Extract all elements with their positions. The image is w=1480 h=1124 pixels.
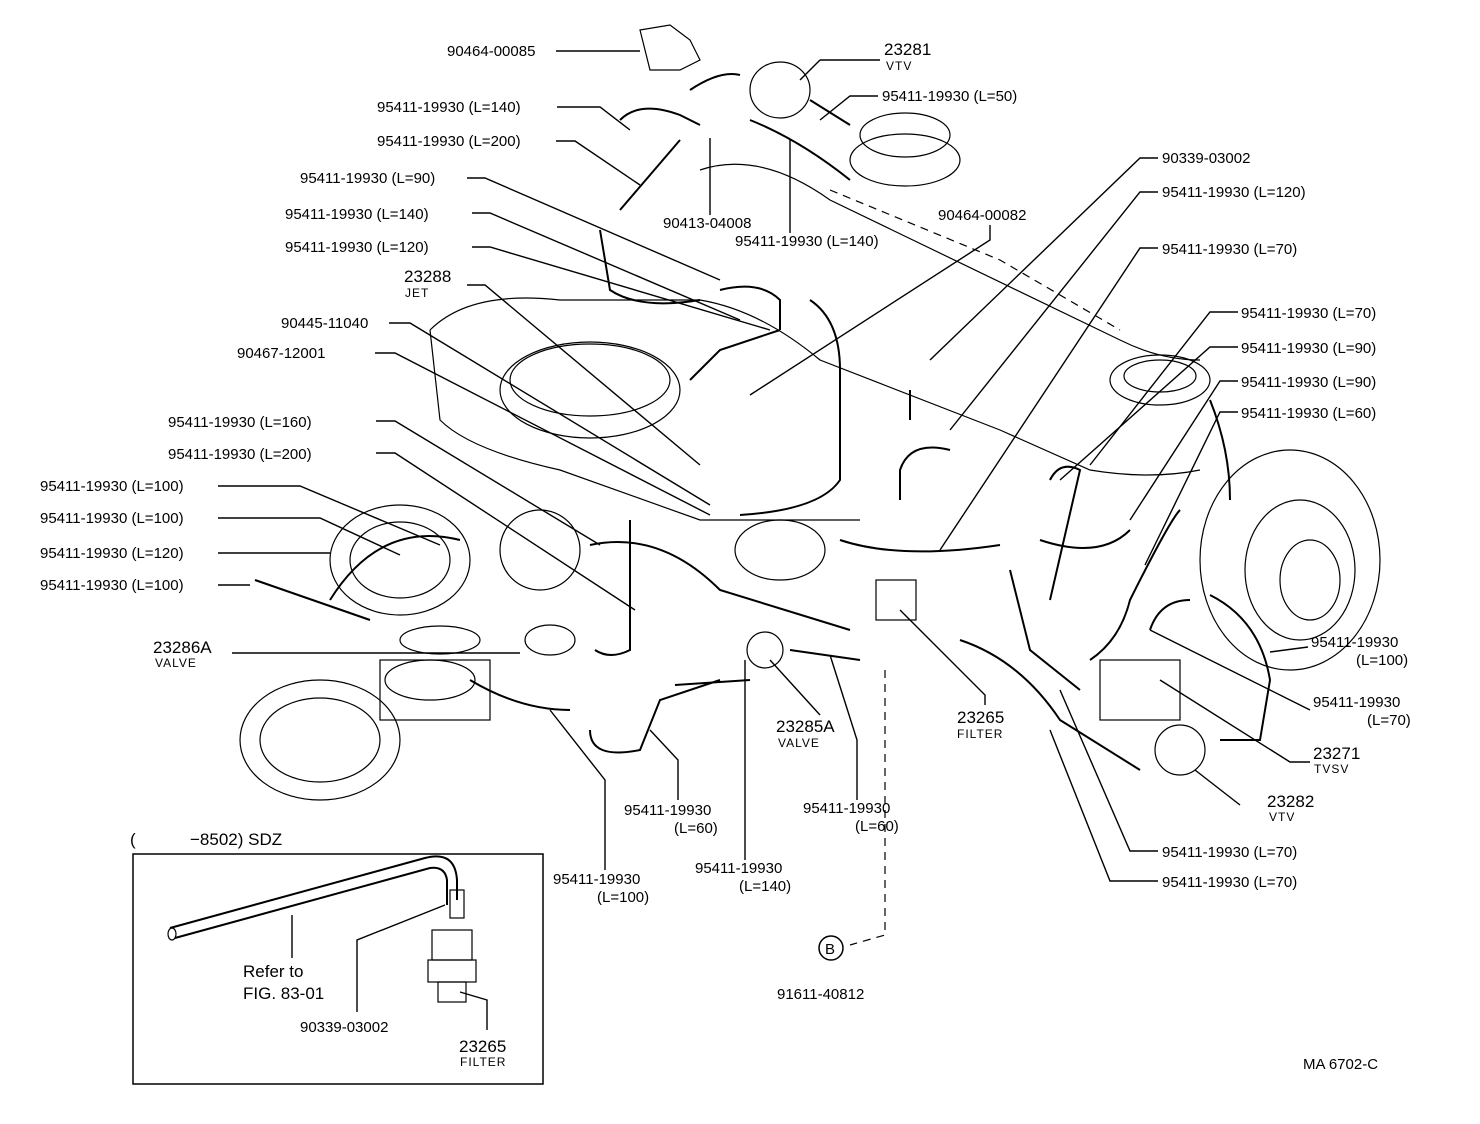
label-90467-12001: 90467-12001	[237, 345, 325, 362]
label-bottom-l60-a-1: 95411-19930	[624, 802, 711, 819]
leader-lines	[218, 50, 1311, 946]
inset-label-filter: FILTER	[460, 1055, 506, 1069]
label-23271: 23271	[1313, 744, 1360, 763]
label-95411-l120-right: 95411-19930 (L=120)	[1162, 184, 1306, 201]
inset-refer-line1: Refer to	[243, 962, 303, 981]
inset-title-paren: (	[130, 830, 136, 849]
label-90445-11040: 90445-11040	[281, 315, 368, 332]
engine-line-art	[239, 24, 1381, 801]
callout-b: B 91611-40812	[777, 935, 864, 1003]
label-95411-l200-b: 95411-19930 (L=200)	[168, 446, 312, 463]
label-90464-00085: 90464-00085	[447, 43, 535, 60]
label-95411-l70-b: 95411-19930 (L=70)	[1241, 305, 1376, 322]
label-23282: 23282	[1267, 792, 1314, 811]
label-90413-04008: 90413-04008	[663, 215, 751, 232]
label-95411-right-l100-2: (L=100)	[1356, 652, 1408, 669]
callout-b-circle	[818, 935, 844, 961]
label-95411-right-l70-2: (L=70)	[1367, 712, 1411, 729]
label-jet: JET	[405, 286, 429, 300]
label-valve-b: VALVE	[778, 736, 820, 750]
label-23265: 23265	[957, 708, 1004, 727]
label-23285a: 23285A	[776, 717, 835, 736]
label-bottom-l60-a-2: (L=60)	[674, 820, 718, 837]
inset-label-23265: 23265	[459, 1037, 506, 1056]
label-bottom-l60-b-2: (L=60)	[855, 818, 899, 835]
label-95411-l160: 95411-19930 (L=160)	[168, 414, 312, 431]
label-vtv-right: VTV	[1269, 810, 1295, 824]
label-91611-40812: 91611-40812	[777, 986, 864, 1003]
callout-b-letter: B	[825, 941, 835, 958]
label-23288: 23288	[404, 267, 451, 286]
label-95411-l60-a: 95411-19930 (L=60)	[1241, 405, 1376, 422]
label-23286a: 23286A	[153, 638, 212, 657]
label-95411-l70-d: 95411-19930 (L=70)	[1162, 874, 1297, 891]
label-95411-l140-a: 95411-19930 (L=140)	[377, 99, 521, 116]
label-95411-l140-c: 95411-19930 (L=140)	[735, 233, 879, 250]
label-95411-l100-a: 95411-19930 (L=100)	[40, 478, 184, 495]
label-bottom-l140-2: (L=140)	[739, 878, 791, 895]
label-95411-l70-a: 95411-19930 (L=70)	[1162, 241, 1297, 258]
label-95411-l90-b: 95411-19930 (L=90)	[1241, 340, 1376, 357]
label-95411-right-l70-1: 95411-19930	[1313, 694, 1400, 711]
drawing-code: MA 6702-C	[1303, 1056, 1378, 1073]
label-95411-l100-c: 95411-19930 (L=100)	[40, 577, 184, 594]
label-vtv-top: VTV	[886, 59, 912, 73]
inset-frame	[132, 853, 544, 1085]
inset-sdz: ( −8502) SDZ Refer to FIG. 83-01 90339-0…	[130, 830, 544, 1085]
label-95411-l100-b: 95411-19930 (L=100)	[40, 510, 184, 527]
vacuum-hoses	[254, 73, 1272, 771]
label-filter-a: FILTER	[957, 727, 1003, 741]
label-95411-l90-a: 95411-19930 (L=90)	[300, 170, 435, 187]
label-tvsv: TVSV	[1314, 762, 1349, 776]
label-95411-l200-a: 95411-19930 (L=200)	[377, 133, 521, 150]
label-95411-l50: 95411-19930 (L=50)	[882, 88, 1017, 105]
part-labels: 90464-00085 23281 VTV 95411-19930 (L=140…	[40, 40, 1411, 906]
label-95411-right-l100-1: 95411-19930	[1311, 634, 1398, 651]
inset-label-90339-03002: 90339-03002	[300, 1019, 388, 1036]
label-bottom-l60-b-1: 95411-19930	[803, 800, 890, 817]
label-23281: 23281	[884, 40, 931, 59]
label-valve-a: VALVE	[155, 656, 197, 670]
label-90464-00082: 90464-00082	[938, 207, 1026, 224]
label-95411-l140-b: 95411-19930 (L=140)	[285, 206, 429, 223]
label-90339-03002: 90339-03002	[1162, 150, 1250, 167]
label-bottom-l140-1: 95411-19930	[695, 860, 782, 877]
label-95411-l70-c: 95411-19930 (L=70)	[1162, 844, 1297, 861]
label-bottom-l100-2: (L=100)	[597, 889, 649, 906]
inset-title: −8502) SDZ	[190, 830, 282, 849]
label-95411-l120-a: 95411-19930 (L=120)	[285, 239, 429, 256]
label-95411-l90-c: 95411-19930 (L=90)	[1241, 374, 1376, 391]
inset-refer-line2: FIG. 83-01	[243, 984, 324, 1003]
label-bottom-l100-1: 95411-19930	[553, 871, 640, 888]
label-95411-l120-b: 95411-19930 (L=120)	[40, 545, 184, 562]
